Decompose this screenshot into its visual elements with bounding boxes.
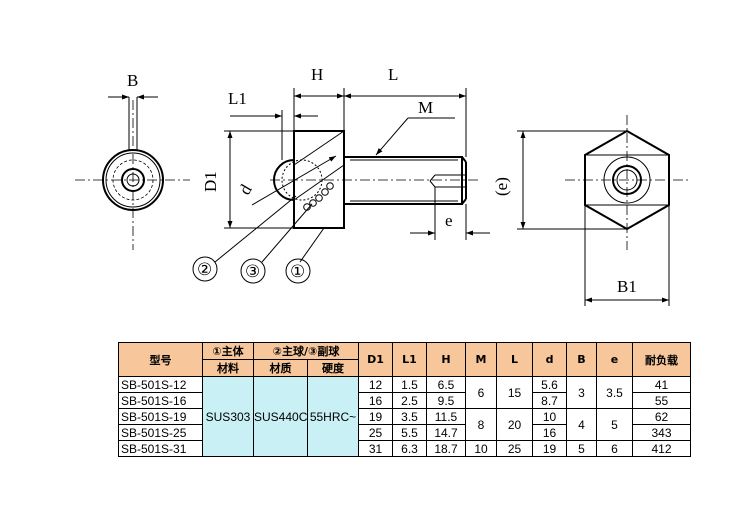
label-H: H — [311, 65, 323, 84]
callout-2: ② — [197, 260, 212, 279]
label-D1: D1 — [201, 171, 220, 192]
header-L: L — [496, 342, 533, 377]
label-L1: L1 — [228, 89, 247, 108]
cell-L1: 3.5 — [392, 408, 427, 425]
end-view — [75, 94, 190, 250]
label-e: e — [445, 211, 453, 230]
cell-D1: 25 — [358, 424, 393, 441]
cell-D1: 12 — [358, 376, 393, 393]
spec-table: 型号 ①主体 ②主球/③副球 D1 L1 H M L d B e 耐负载 材料 … — [118, 342, 691, 457]
hex-view — [517, 115, 690, 306]
label-B1: B1 — [617, 277, 637, 296]
table-row: SB-501S-25 25 5.5 14.7 16 343 — [118, 424, 691, 441]
cell-model: SB-501S-19 — [118, 408, 203, 425]
cell-H: 6.5 — [426, 376, 466, 393]
cell-d: 5.6 — [532, 376, 567, 393]
header-material: 材料 — [202, 359, 254, 377]
cell-B: 5 — [566, 440, 597, 457]
cell-e: 6 — [596, 440, 633, 457]
cell-B: 4 — [566, 408, 597, 441]
cell-material: SUS303 — [202, 376, 254, 457]
cell-D1: 19 — [358, 408, 393, 425]
cell-M: 8 — [465, 408, 497, 441]
cell-e: 5 — [596, 408, 633, 441]
cell-L1: 6.3 — [392, 440, 427, 457]
label-B: B — [127, 71, 138, 90]
cell-H: 11.5 — [426, 408, 466, 425]
header-L1: L1 — [392, 342, 427, 377]
cell-L: 20 — [496, 408, 533, 441]
cell-L1: 2.5 — [392, 392, 427, 409]
table-row: SB-501S-19 19 3.5 11.5 8 20 10 4 5 62 — [118, 408, 691, 441]
cell-M: 10 — [465, 440, 497, 457]
technical-drawing: B — [75, 65, 690, 306]
cell-e: 3.5 — [596, 376, 633, 409]
cell-model: SB-501S-16 — [118, 392, 203, 409]
cell-load: 41 — [632, 376, 691, 393]
table-row: SB-501S-31 31 6.3 18.7 10 25 19 5 6 412 — [118, 440, 691, 457]
cell-load: 55 — [632, 392, 691, 409]
label-e-paren: (e) — [492, 177, 511, 196]
cell-M: 6 — [465, 376, 497, 409]
callout-3: ③ — [245, 262, 260, 281]
cell-L: 25 — [496, 440, 533, 457]
label-d: d — [235, 181, 256, 198]
header-ball: ②主球/③副球 — [253, 342, 359, 360]
cell-H: 9.5 — [426, 392, 466, 409]
callout-1: ① — [290, 262, 305, 281]
cell-model: SB-501S-31 — [118, 440, 203, 457]
header-B: B — [566, 342, 597, 377]
cell-L1: 1.5 — [392, 376, 427, 393]
cell-H: 18.7 — [426, 440, 466, 457]
header-quality: 材质 — [253, 359, 308, 377]
cell-load: 412 — [632, 440, 691, 457]
cell-hardness: 55HRC~ — [307, 376, 359, 457]
header-model: 型号 — [118, 342, 203, 377]
cell-d: 16 — [532, 424, 567, 441]
cell-B: 3 — [566, 376, 597, 409]
header-hardness: 硬度 — [307, 359, 359, 377]
cell-L: 15 — [496, 376, 533, 409]
cell-load: 343 — [632, 424, 691, 441]
cell-d: 8.7 — [532, 392, 567, 409]
header-D1: D1 — [358, 342, 393, 377]
cell-model: SB-501S-12 — [118, 376, 203, 393]
cell-D1: 16 — [358, 392, 393, 409]
label-L: L — [388, 65, 398, 84]
cell-ball-material: SUS440C — [253, 376, 308, 457]
header-d: d — [532, 342, 567, 377]
header-body: ①主体 — [202, 342, 254, 360]
header-e: e — [596, 342, 633, 377]
cell-d: 19 — [532, 440, 567, 457]
cell-model: SB-501S-25 — [118, 424, 203, 441]
header-M: M — [465, 342, 497, 377]
cell-d: 10 — [532, 408, 567, 425]
table-row: SB-501S-12 SUS303 SUS440C 55HRC~ 12 1.5 … — [118, 376, 691, 457]
header-load: 耐负载 — [632, 342, 691, 377]
cell-L1: 5.5 — [392, 424, 427, 441]
header-H: H — [426, 342, 466, 377]
label-M: M — [418, 98, 433, 117]
side-view — [192, 88, 490, 284]
cell-D1: 31 — [358, 440, 393, 457]
cell-load: 62 — [632, 408, 691, 425]
cell-H: 14.7 — [426, 424, 466, 441]
